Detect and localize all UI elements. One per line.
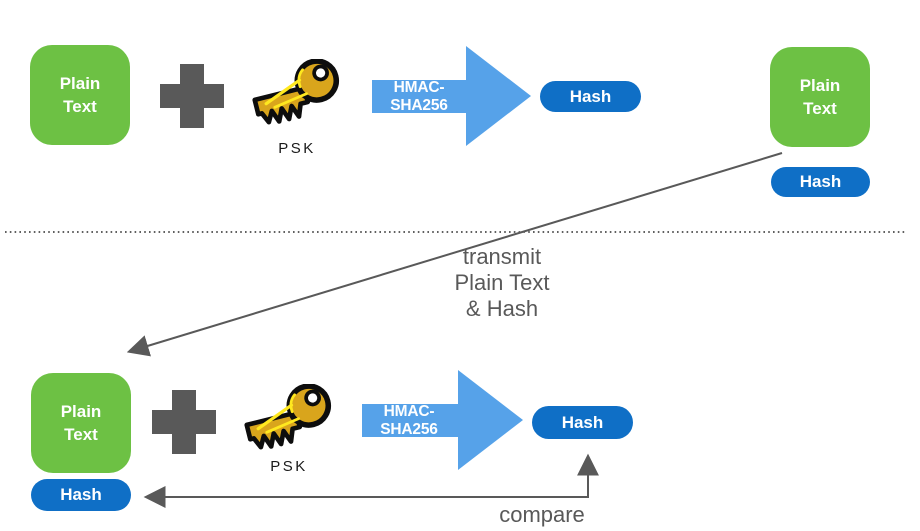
hmac-arrow-body bbox=[372, 80, 467, 113]
psk-label: PSK bbox=[270, 458, 308, 475]
hash-label: Hash bbox=[60, 485, 102, 504]
psk-key-icon bbox=[248, 59, 346, 135]
transmitted-hash-pill: Hash bbox=[771, 167, 870, 197]
hash-label: Hash bbox=[561, 412, 604, 432]
psk-label: PSK bbox=[278, 140, 316, 157]
plus-icon bbox=[160, 64, 224, 128]
sender-hash-pill: Hash bbox=[540, 81, 641, 112]
hmac-arrow-body bbox=[362, 404, 459, 437]
plus-vertical-bar bbox=[180, 64, 204, 128]
receiver-hash-pill: Hash bbox=[532, 406, 633, 439]
hmac-function-label: HMAC-SHA256 bbox=[380, 402, 438, 438]
hash-label: Hash bbox=[799, 172, 842, 191]
hmac-function-label: HMAC-SHA256 bbox=[390, 78, 448, 114]
psk-key-icon bbox=[240, 384, 338, 460]
sender-plain-text-box: Plain Text bbox=[30, 45, 130, 145]
received-hash-pill: Hash bbox=[31, 479, 131, 511]
hash-label: Hash bbox=[569, 86, 612, 106]
transmitted-plain-text-box: Plain Text bbox=[770, 47, 870, 147]
plain-text-label: Plain Text bbox=[59, 74, 101, 116]
plus-vertical-bar bbox=[172, 390, 196, 454]
transmit-note: transmit Plain Text & Hash bbox=[454, 244, 550, 321]
plain-text-label: Plain Text bbox=[799, 76, 841, 118]
receiver-plain-text-box: Plain Text bbox=[31, 373, 131, 473]
plus-icon bbox=[152, 390, 216, 454]
hmac-arrow-head bbox=[466, 46, 531, 146]
plain-text-label: Plain Text bbox=[60, 402, 102, 444]
hmac-arrow-head bbox=[458, 370, 523, 470]
compare-label: compare bbox=[499, 502, 585, 527]
